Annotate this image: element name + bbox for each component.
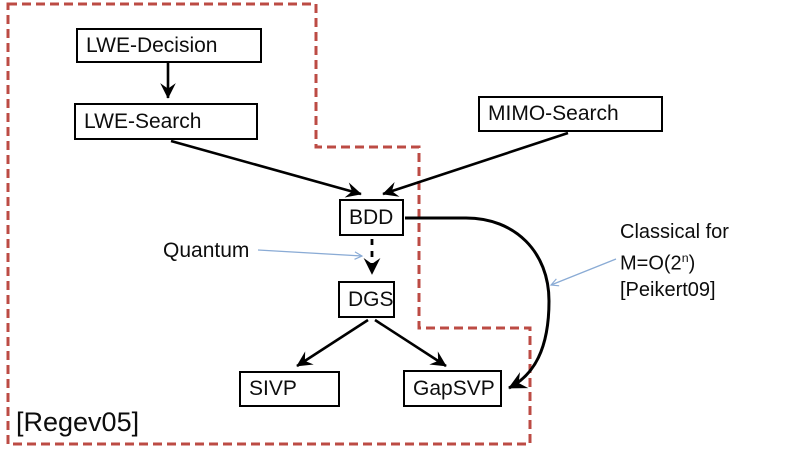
node-mimo-search-label: MIMO-Search: [488, 102, 619, 125]
node-lwe-decision: LWE-Decision: [76, 28, 262, 63]
arrow-dgs-to-sivp: [296, 318, 369, 368]
arrow-lwe-search-to-bdd: [170, 139, 362, 198]
node-gapsvp: GapSVP: [403, 370, 502, 407]
node-bdd: BDD: [339, 199, 404, 236]
regev-region-label-text: [Regev05]: [16, 407, 140, 437]
regev-region-label: [Regev05]: [16, 407, 139, 438]
node-sivp: SIVP: [239, 371, 340, 407]
arrow-mimo-search-to-bdd: [382, 131, 569, 197]
arrow-dgs-to-gapsvp: [374, 318, 447, 368]
peikert-callout-arrow: [549, 258, 617, 287]
classical-annotation-line2: M=O(2n): [620, 251, 696, 275]
node-sivp-label: SIVP: [249, 377, 297, 400]
regev-boundary-dashed-outline: [6, 2, 532, 446]
node-bdd-label: BDD: [349, 205, 394, 229]
node-lwe-decision-label: LWE-Decision: [86, 33, 218, 57]
classical-annotation-line3: [Peikert09]: [620, 278, 716, 301]
classical-annotation-line1: Classical for: [620, 221, 729, 243]
quantum-callout-arrow: [257, 249, 364, 260]
node-lwe-search: LWE-Search: [74, 103, 258, 140]
node-dgs: DGS: [338, 281, 395, 318]
superscript-n: n: [681, 251, 689, 265]
node-gapsvp-label: GapSVP: [413, 376, 495, 400]
quantum-annotation-text: Quantum: [163, 239, 250, 262]
quantum-annotation: Quantum: [163, 239, 249, 263]
node-lwe-search-label: LWE-Search: [84, 109, 202, 133]
classical-annotation: Classical for M=O(2n) [Peikert09]: [620, 219, 729, 303]
node-dgs-label: DGS: [348, 287, 394, 311]
node-mimo-search: MIMO-Search: [478, 96, 663, 132]
arrow-bdd-to-gapsvp-curve: [405, 216, 551, 390]
